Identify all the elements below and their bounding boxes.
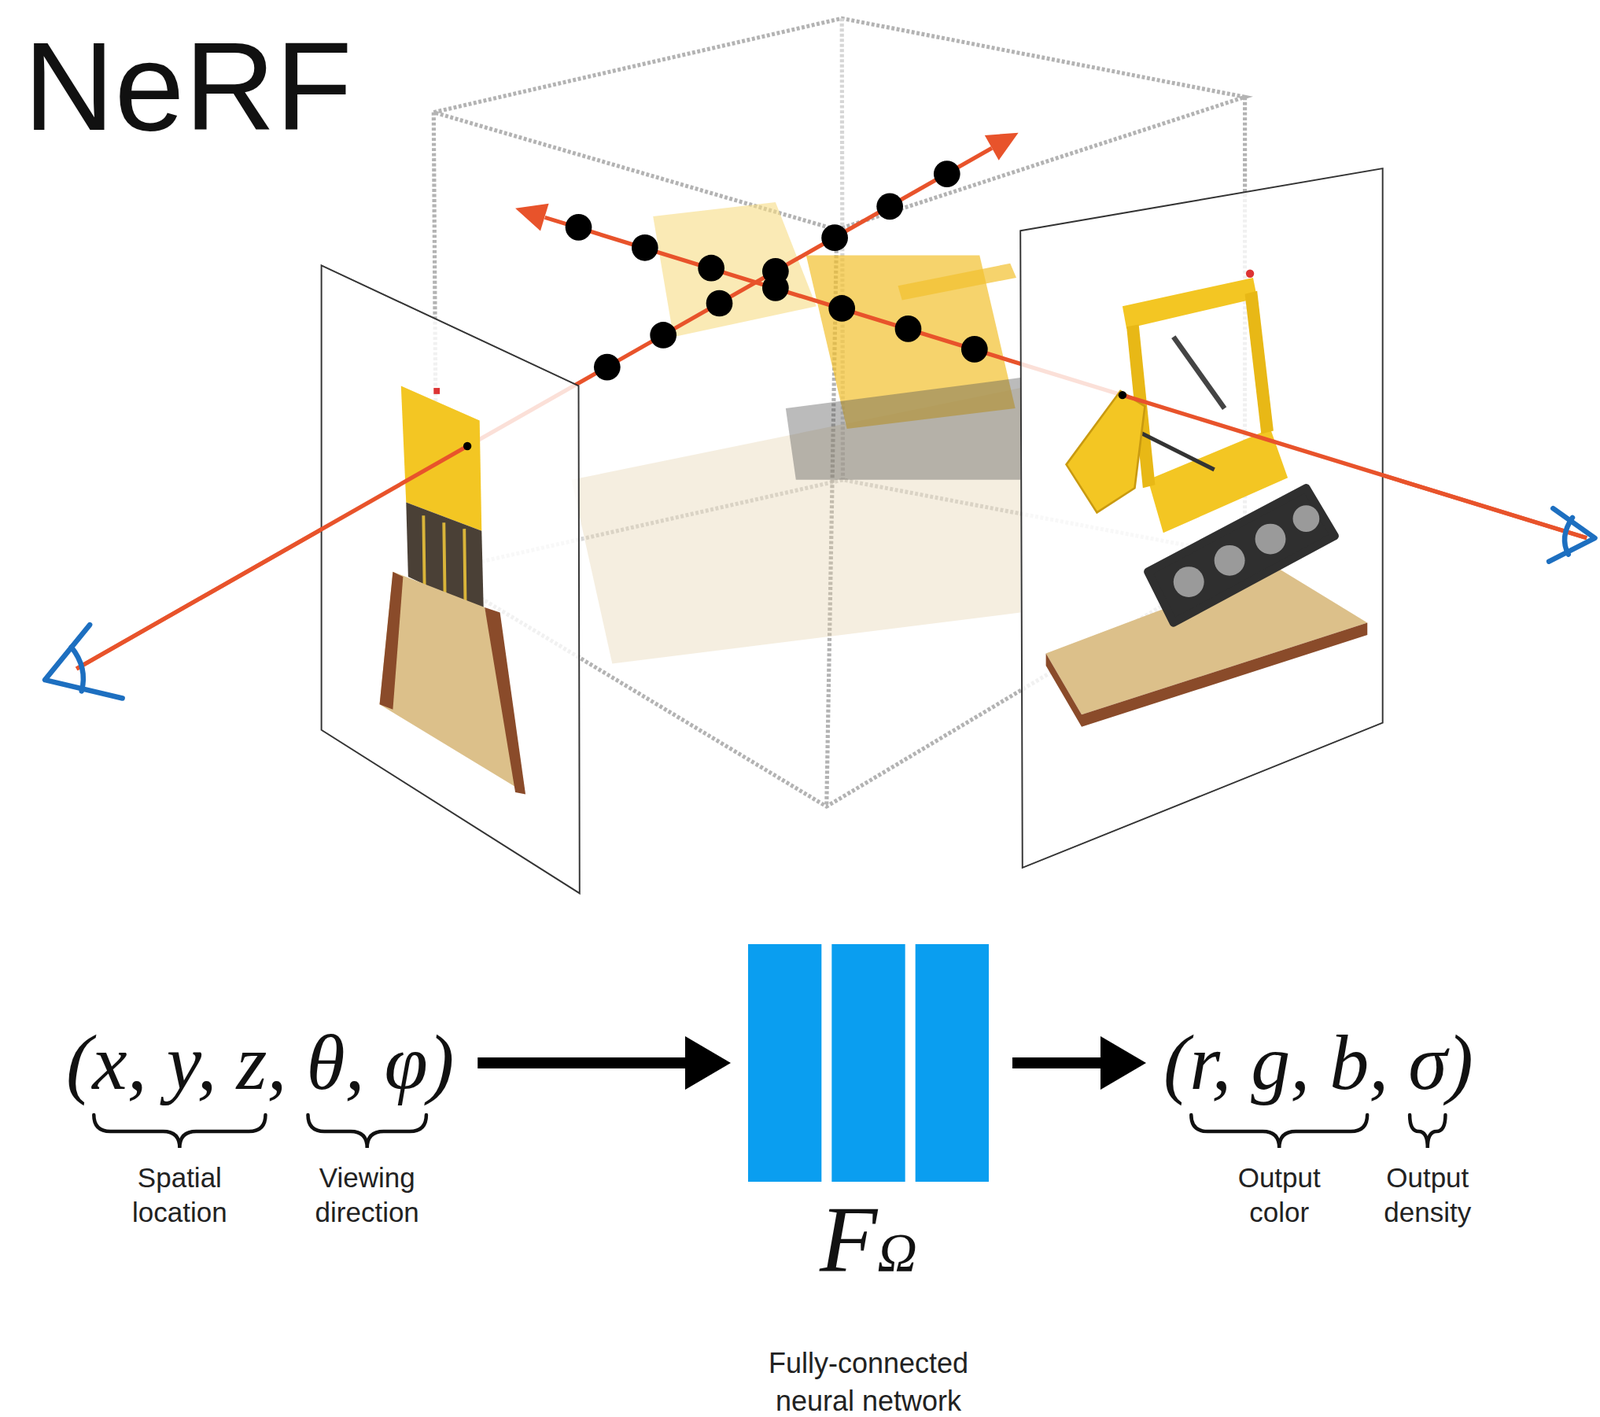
pixel-point: [463, 442, 472, 450]
curly-brace: [307, 1114, 426, 1148]
image-plane: [1020, 168, 1383, 868]
curly-brace: [93, 1114, 266, 1148]
right-image-plane: [1020, 168, 1383, 868]
network-caption: FΩ Fully-connected neural network: [726, 1187, 1011, 1417]
sample-point: [706, 290, 734, 318]
blade: [652, 202, 817, 337]
sample-point: [821, 224, 848, 251]
camera-ray: [76, 446, 468, 669]
eye-icon: [1548, 508, 1595, 561]
hydraulic: [1173, 336, 1225, 409]
sample-point: [697, 254, 725, 282]
sample-point: [593, 353, 621, 381]
curly-brace: [1409, 1114, 1446, 1148]
sample-point: [565, 213, 593, 241]
base-edge: [1046, 652, 1082, 727]
arm: [1132, 428, 1215, 470]
component-label: Output color: [1238, 1160, 1321, 1231]
component-label: Spatial location: [132, 1160, 228, 1231]
sample-point: [762, 274, 789, 302]
network-layer: [748, 943, 822, 1182]
pixel-point: [1118, 390, 1127, 399]
sample-point: [895, 315, 922, 343]
sample-point: [933, 160, 961, 188]
cab-bar: [1122, 277, 1258, 329]
component-label: Viewing direction: [315, 1160, 420, 1231]
beacon: [1246, 269, 1254, 278]
arrow-shaft: [477, 1057, 689, 1069]
arrow-head: [1100, 1035, 1147, 1090]
network-block: FΩFully-connected neural network: [748, 943, 989, 1182]
sample-point: [631, 234, 659, 262]
input-tuple: (x, y, z, θ, φ): [66, 1015, 454, 1110]
base-edge: [484, 607, 526, 794]
network-layer: [915, 943, 989, 1182]
camera-eyes: [44, 508, 1595, 698]
cab-post: [1245, 291, 1274, 435]
left-image-plane: [321, 265, 580, 893]
base-edge: [1081, 623, 1368, 727]
image-plane: [321, 265, 580, 893]
beacon: [433, 387, 440, 395]
function-symbol: FΩ: [726, 1187, 1011, 1306]
network-description: Fully-connected neural network: [738, 1344, 999, 1417]
eye-icon: [44, 624, 123, 698]
sample-point: [961, 335, 989, 363]
cube-top: [433, 18, 1245, 230]
wheel: [1214, 545, 1246, 576]
wheel: [1293, 505, 1320, 532]
flow-arrow: [1012, 1035, 1147, 1090]
arrow-shaft: [1012, 1057, 1104, 1069]
tuple-formula: (r, g, b, σ): [1163, 1015, 1474, 1110]
sample-points: [565, 160, 989, 380]
wheel: [1173, 566, 1205, 598]
ray-arrowhead: [515, 203, 550, 232]
sample-point: [649, 321, 677, 349]
body: [1147, 428, 1288, 533]
base-edge: [379, 571, 404, 710]
eye-icon: [71, 647, 84, 692]
flow-arrow: [477, 1035, 731, 1090]
blade: [1066, 390, 1146, 513]
output-tuple: (r, g, b, σ): [1163, 1015, 1474, 1110]
network-layer: [831, 943, 905, 1182]
network-layers: [748, 943, 989, 1182]
diagram-title: NeRF: [23, 23, 353, 150]
arrow-head: [685, 1035, 731, 1090]
frame: [898, 263, 1017, 301]
component-label: Output density: [1383, 1160, 1471, 1231]
eye-icon: [1564, 517, 1573, 555]
curly-brace: [1190, 1114, 1368, 1148]
sample-point: [876, 192, 904, 220]
sample-point: [828, 294, 856, 322]
ray-arrowhead: [984, 132, 1019, 161]
tracks: [785, 377, 1021, 480]
wheel: [1255, 523, 1287, 555]
faded-bulldozer: [571, 202, 1021, 664]
camera-ray: [1122, 394, 1587, 539]
tuple-formula: (x, y, z, θ, φ): [66, 1015, 454, 1110]
